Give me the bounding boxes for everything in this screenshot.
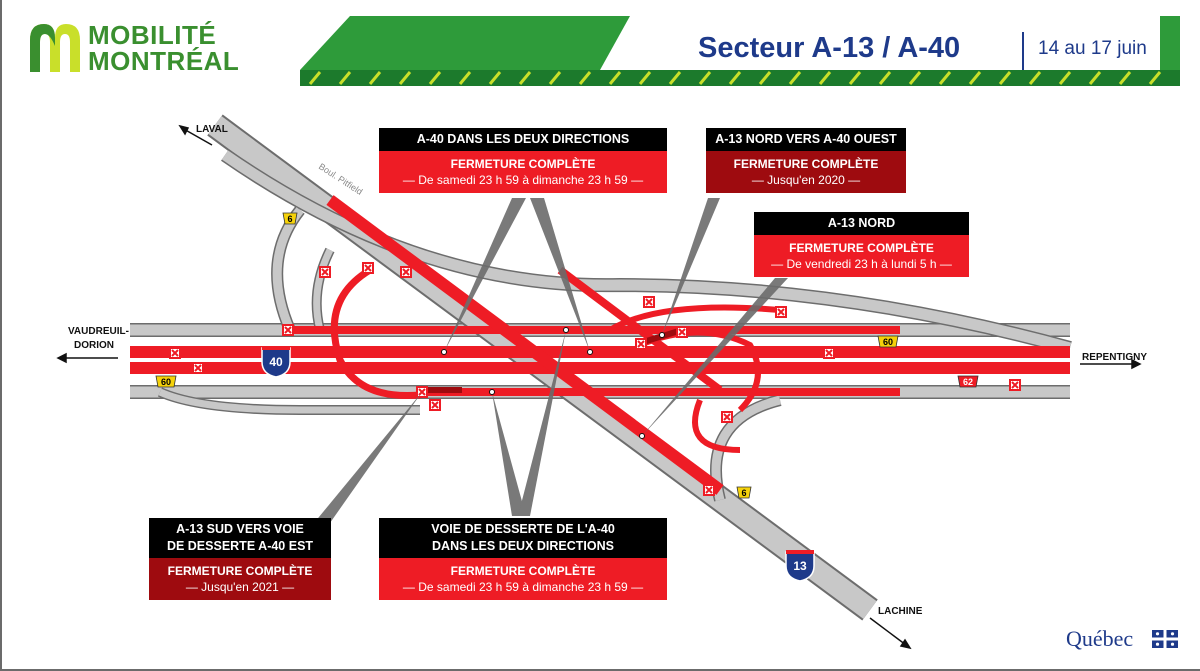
callout-detail: — De samedi 23 h 59 à dimanche 23 h 59 —	[402, 173, 644, 187]
svg-text:13: 13	[793, 559, 807, 573]
svg-text:60: 60	[883, 337, 893, 347]
quebec-flag-icon	[1152, 630, 1178, 648]
callout-header-line-2: DE DESSERTE A-40 EST	[166, 539, 314, 553]
route-shields: 6 6 60 60 62	[155, 212, 979, 499]
quebec-brand: Québec	[1066, 626, 1134, 651]
date-range: 14 au 17 juin	[1038, 38, 1147, 59]
svg-text:62: 62	[963, 377, 973, 387]
place-repentigny: REPENTIGNY	[1082, 352, 1148, 363]
route-6-shield-icon-2: 6	[736, 486, 752, 499]
callout-header-line-1: VOIE DE DESSERTE DE L'A-40	[431, 522, 615, 536]
logo-line-2: MONTRÉAL	[88, 46, 240, 76]
callout-status: FERMETURE COMPLÈTE	[450, 157, 596, 171]
callout-header-line-1: A-13 SUD VERS VOIE	[176, 522, 304, 536]
callout-detail: — De samedi 23 h 59 à dimanche 23 h 59 —	[402, 580, 644, 594]
place-laval: LAVAL	[196, 124, 228, 135]
direction-arrows	[56, 124, 1142, 650]
a13-shield-icon: 13	[785, 550, 815, 582]
route-62-shield-icon: 62	[957, 375, 979, 388]
svg-text:40: 40	[269, 355, 283, 369]
sector-title: Secteur A-13 / A-40	[698, 32, 961, 64]
callout-status: FERMETURE COMPLÈTE	[733, 157, 879, 171]
place-vaudreuil: VAUDREUIL-	[68, 326, 129, 337]
callout-header: A-13 NORD VERS A-40 OUEST	[706, 128, 906, 151]
callout-status: FERMETURE COMPLÈTE	[450, 564, 596, 578]
callout-detail: — Jusqu'en 2021 —	[185, 580, 295, 594]
mobilite-montreal-logo: MOBILITÉ MONTRÉAL	[26, 18, 256, 78]
callout-pointers	[300, 198, 788, 540]
closure-markers	[169, 262, 1021, 496]
route-6-shield-icon: 6	[282, 212, 298, 225]
logo-m-icon	[30, 24, 80, 72]
callout-a13-nord-vers-a40-ouest: A-13 NORD VERS A-40 OUEST FERMETURE COMP…	[706, 128, 906, 193]
callout-a40-both-directions: A-40 DANS LES DEUX DIRECTIONS FERMETURE …	[379, 128, 667, 193]
svg-text:6: 6	[287, 214, 292, 224]
callout-header: A-13 NORD	[754, 212, 969, 235]
svg-text:60: 60	[161, 377, 171, 387]
title-separator	[1022, 32, 1024, 70]
place-dorion: DORION	[74, 340, 114, 351]
route-60-shield-icon: 60	[155, 375, 177, 388]
callout-a13-sud-vers-desserte: A-13 SUD VERS VOIE DE DESSERTE A-40 EST …	[149, 518, 331, 600]
place-lachine: LACHINE	[878, 606, 923, 617]
route-60-shield-icon-2: 60	[877, 335, 899, 348]
callout-detail: — De vendredi 23 h à lundi 5 h —	[771, 257, 952, 271]
callout-voie-desserte-a40: VOIE DE DESSERTE DE L'A-40 DANS LES DEUX…	[379, 518, 667, 600]
a40-shield-icon: 40	[261, 346, 291, 378]
callout-detail: — Jusqu'en 2020 —	[751, 173, 861, 187]
callout-header: A-40 DANS LES DEUX DIRECTIONS	[379, 128, 667, 151]
callout-a13-nord: A-13 NORD FERMETURE COMPLÈTE — De vendre…	[754, 212, 969, 277]
svg-text:6: 6	[741, 488, 746, 498]
callout-status: FERMETURE COMPLÈTE	[167, 564, 313, 578]
callout-status: FERMETURE COMPLÈTE	[789, 241, 934, 255]
header-band: Secteur A-13 / A-40 14 au 17 juin	[300, 16, 1180, 86]
logo-line-1: MOBILITÉ	[88, 20, 217, 50]
callout-header-line-2: DANS LES DEUX DIRECTIONS	[432, 539, 614, 553]
